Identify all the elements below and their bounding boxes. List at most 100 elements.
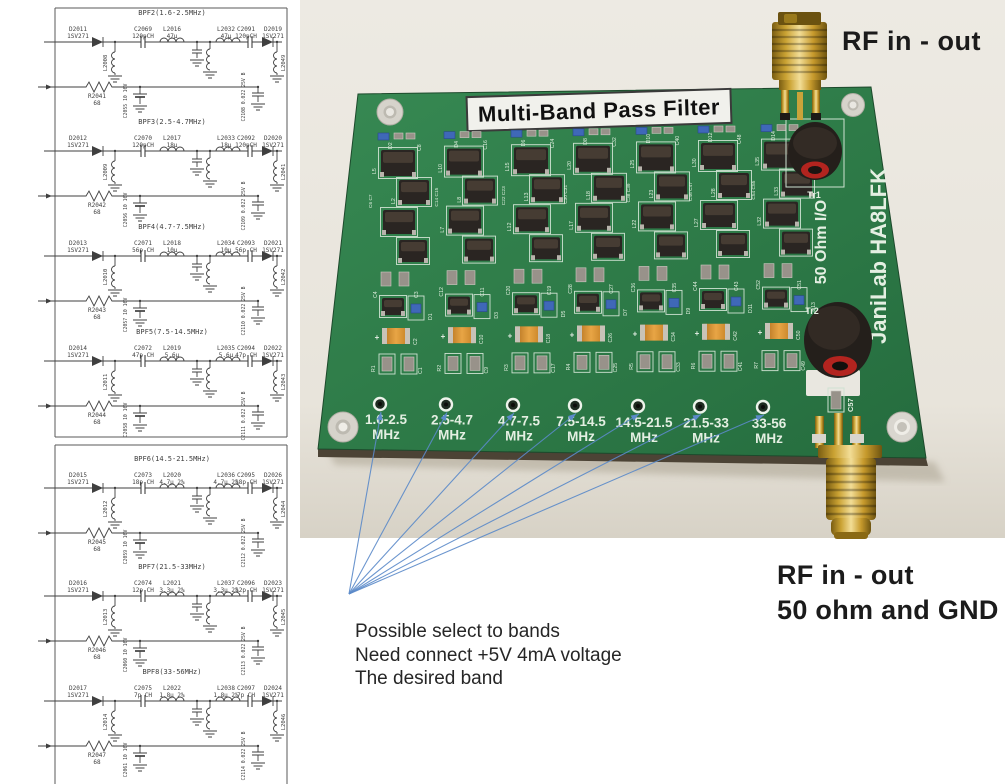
cap-in-value: 120pCH xyxy=(132,142,154,149)
silkscreen-ref-label: C30 C31 xyxy=(563,185,569,204)
silkscreen-ref-label: C26 xyxy=(608,333,614,343)
silkscreen-ref-label: C28 xyxy=(568,284,574,294)
diode-right-ref: D2024 xyxy=(264,685,282,692)
cap-out-ref: C2093 xyxy=(237,240,255,247)
tantalum-plus-mark: + xyxy=(570,330,575,339)
annotation-arrowhead xyxy=(755,415,764,421)
silkscreen-ref-label: L18 xyxy=(586,191,592,200)
cap-in-ref: C2070 xyxy=(134,135,152,142)
shunt-inductor-left-ref: L2014 xyxy=(103,713,109,730)
ind-in-value: 18µ xyxy=(167,142,178,149)
diode-left-part: 1SV271 xyxy=(67,692,89,699)
band-1.6-2.5: 1.6-2.5MHz xyxy=(365,396,408,442)
schematic-section-bpf5: BPF5(7.5-14.5MHz)D20141SV271L2011C207247… xyxy=(38,328,287,441)
diode-left-part: 1SV271 xyxy=(67,479,89,486)
silkscreen-ref-label: C46 C47 xyxy=(688,182,694,201)
diode-right-part: 1SV271 xyxy=(262,247,284,254)
rf-bottom-line2: 50 ohm and GND xyxy=(777,595,999,625)
tantalum-plus-mark: + xyxy=(375,333,380,342)
annotation-lines xyxy=(348,411,765,595)
diode-right-ref: D2026 xyxy=(264,472,282,479)
diode-left-ref: D2017 xyxy=(69,685,87,692)
silkscreen-ref-label: D5 xyxy=(561,310,567,317)
silkscreen-ref-label: D10 xyxy=(646,134,652,144)
cap-elec-label: C2061 10 16V xyxy=(123,743,129,778)
ind-in-value: 10µ xyxy=(167,247,178,254)
silkscreen-ref-label: C8 xyxy=(417,144,423,151)
ind-in-ref: L2016 xyxy=(163,26,181,33)
diode-right-part: 1SV271 xyxy=(262,142,284,149)
diode-left-ref: D2011 xyxy=(69,26,87,33)
diode-right-part: 1SV271 xyxy=(262,587,284,594)
silkscreen-ref-label: D4 xyxy=(454,141,460,148)
schematic-section-title: BPF4(4.7-7.5MHz) xyxy=(138,223,205,231)
band-range-label: 21.5-33 xyxy=(683,416,729,431)
silkscreen-ref-label: L25 xyxy=(630,160,636,169)
silkscreen-ref-label: L27 xyxy=(694,218,700,227)
band-14.5-21.5: 14.5-21.5MHz xyxy=(615,398,673,445)
annotation-line-band-6 xyxy=(348,414,702,595)
ind-in-value: 1.8µ 2% xyxy=(159,692,185,699)
band-unit-label: MHz xyxy=(692,431,720,446)
silkscreen-ref-label: C4 xyxy=(373,291,379,298)
cap-out-value: 120pCH xyxy=(235,142,257,149)
rf-in-out-top-label: RF in - out xyxy=(842,26,981,56)
shunt-inductor-left-ref: L2011 xyxy=(103,374,109,391)
silkscreen-ref-label: C18 xyxy=(546,334,552,344)
silkscreen-ref-label: D1 xyxy=(428,313,434,320)
diode-right-part: 1SV271 xyxy=(262,479,284,486)
cap-ctrl-label: C2110 0.022 25V B xyxy=(241,286,247,335)
cap-out-ref: C2091 xyxy=(237,26,255,33)
silkscreen-ref-label: C9 xyxy=(484,367,490,374)
annotation-arrowhead xyxy=(567,413,576,421)
silkscreen-ref-label: C36 xyxy=(631,283,637,293)
silkscreen-ref-label: C10 xyxy=(479,335,485,345)
ind-out-value: 47µ xyxy=(221,33,232,40)
silkscreen-ref-label: C33 xyxy=(676,362,682,372)
silkscreen-ref-label: C32 xyxy=(612,137,618,147)
silkscreen-ref-label: L10 xyxy=(438,164,444,173)
silkscreen-ref-label: L12 xyxy=(507,222,513,231)
ind-out-value: 5.6µ xyxy=(219,352,234,359)
annotation-line-band-1 xyxy=(348,411,382,595)
shunt-inductor-right-ref: L2044 xyxy=(281,500,287,517)
shunt-inductor-left-ref: L2009 xyxy=(103,164,109,181)
diode-right-ref: D2022 xyxy=(264,345,282,352)
silkscreen-ref-label: C12 xyxy=(439,287,445,297)
silkscreen-ref-label: L30 xyxy=(692,158,698,167)
silkscreen-ref-label: L15 xyxy=(505,162,511,171)
transformer-tr2: Tr2 xyxy=(804,302,872,396)
pcb-edge xyxy=(318,449,928,466)
cap-elec-label: C2059 10 16V xyxy=(123,530,129,565)
silkscreen-ref-label: C14 C15 xyxy=(434,187,440,206)
silkscreen-ref-label: D8 xyxy=(583,138,589,145)
silkscreen-ref-label: R4 xyxy=(566,364,572,371)
cap-in-ref: C2071 xyxy=(134,240,152,247)
silkscreen-ref-label: C3 xyxy=(414,291,420,298)
resistor-value: 68 xyxy=(93,546,101,553)
shunt-inductor-left-ref: L2010 xyxy=(103,269,109,286)
shunt-inductor-right-ref: L2043 xyxy=(281,374,287,391)
annotation-line-band-4 xyxy=(348,413,577,595)
tr1-label: Tr1 xyxy=(807,190,821,200)
silkscreen-ref-label: C43 xyxy=(734,281,740,291)
diode-left-part: 1SV271 xyxy=(67,587,89,594)
cap-out-value: 7p CH xyxy=(237,692,255,699)
silkscreen-ref-label: L7 xyxy=(440,227,446,233)
silkscreen-ref-label: C27 xyxy=(609,284,615,294)
resistor-ref: R2045 xyxy=(88,539,106,546)
diode-right-ref: D2019 xyxy=(264,26,282,33)
silkscreen-ref-label: C52 xyxy=(756,280,762,290)
cap-in-value: 12p CH xyxy=(132,587,154,594)
silkscreen-ref-label: L35 xyxy=(755,157,761,166)
silkscreen-ref-label: D13 xyxy=(811,302,817,312)
silkscreen-ref-label: L8 xyxy=(457,197,463,203)
silkscreen-ref-label: C6 C7 xyxy=(368,194,374,208)
silkscreen-ref-label: C50 xyxy=(796,330,802,340)
cap-in-ref: C2073 xyxy=(134,472,152,479)
resistor-value: 68 xyxy=(93,209,101,216)
